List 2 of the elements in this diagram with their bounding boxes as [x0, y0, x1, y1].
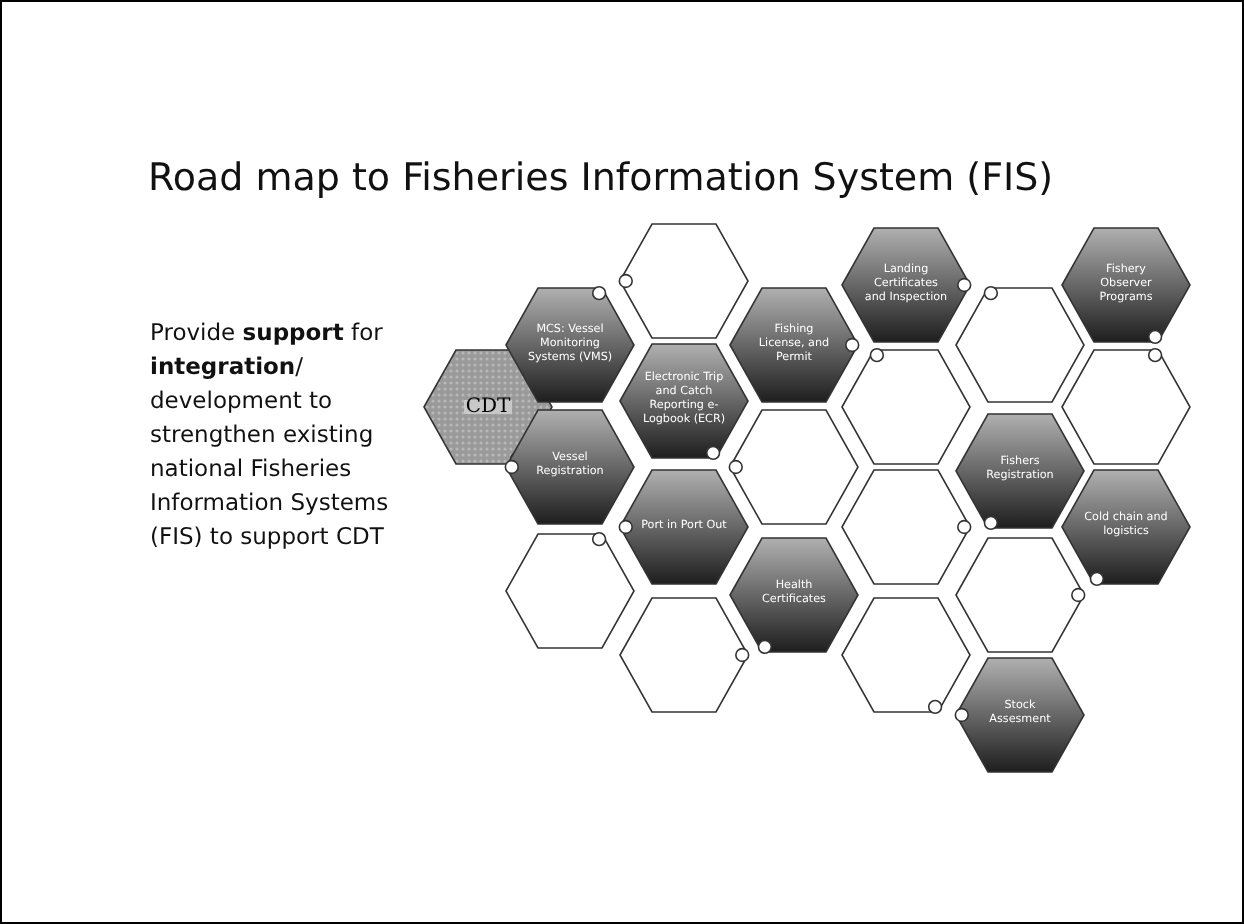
slide-title: Road map to Fisheries Information System (FIS) — [148, 156, 1054, 200]
description-text: Provide support for integration/ development to strengthen existing national Fisheries Information Systems (FIS) to support CDT — [150, 316, 391, 554]
